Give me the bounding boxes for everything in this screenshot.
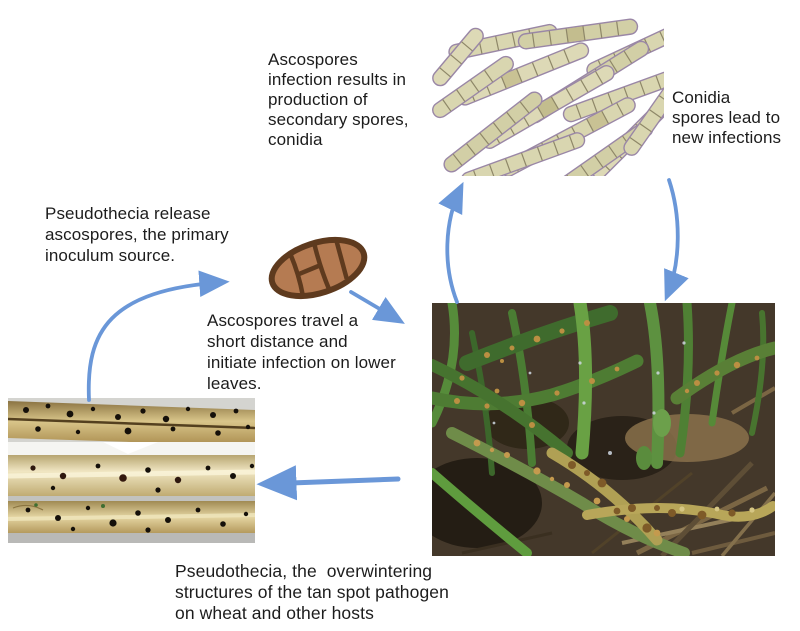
label-line: Ascospores travel a <box>207 311 359 330</box>
label-line: on wheat and other hosts <box>175 603 374 623</box>
conidia-spores <box>432 18 664 176</box>
label-line: Ascospores <box>268 50 358 69</box>
label-line: Conidia <box>672 88 731 107</box>
label-line: initiate infection on lower <box>207 353 396 372</box>
label-line: infection results in <box>268 70 407 89</box>
label-line: secondary spores, <box>268 110 409 129</box>
label-line: Pseudothecia, the overwintering <box>175 561 433 581</box>
label-line: inoculum source. <box>45 246 176 265</box>
ascospore-drawing <box>268 236 368 300</box>
label-line: ascospores, the primary <box>45 225 229 244</box>
straw-stems <box>8 401 255 543</box>
label-pseudothecia-overwintering: Pseudothecia, the overwintering structur… <box>175 561 449 624</box>
tan-spot-photo <box>432 303 775 556</box>
tan-spot-lesions <box>454 320 760 537</box>
label-conidia-new-infections: Conidia spores lead to new infections <box>672 88 781 148</box>
arrow-leaves-to-pseudothecia <box>256 465 401 501</box>
arrow-pseudothecia-to-ascospore <box>86 270 230 402</box>
ascospore-body <box>268 236 368 300</box>
arrow-leaves-to-conidia <box>438 181 464 304</box>
label-line: short distance and <box>207 332 348 351</box>
pseudothecia-dots <box>23 403 255 533</box>
label-line: production of <box>268 90 368 109</box>
label-line: Pseudothecia release <box>45 204 211 223</box>
label-line: leaves. <box>207 374 262 393</box>
label-line: conidia <box>268 130 323 149</box>
label-pseudothecia-release: Pseudothecia release ascospores, the pri… <box>45 203 229 266</box>
pseudothecia-photo <box>8 398 255 543</box>
label-line: new infections <box>672 128 782 147</box>
conidia-micrograph-image <box>428 12 664 176</box>
label-ascospores-travel: Ascospores travel a short distance and i… <box>207 310 396 394</box>
label-line: spores lead to <box>672 108 781 127</box>
label-ascospores-infection: Ascospores infection results in producti… <box>268 50 409 150</box>
label-line: structures of the tan spot pathogen <box>175 582 449 602</box>
arrow-conidia-to-leaves <box>664 178 689 302</box>
